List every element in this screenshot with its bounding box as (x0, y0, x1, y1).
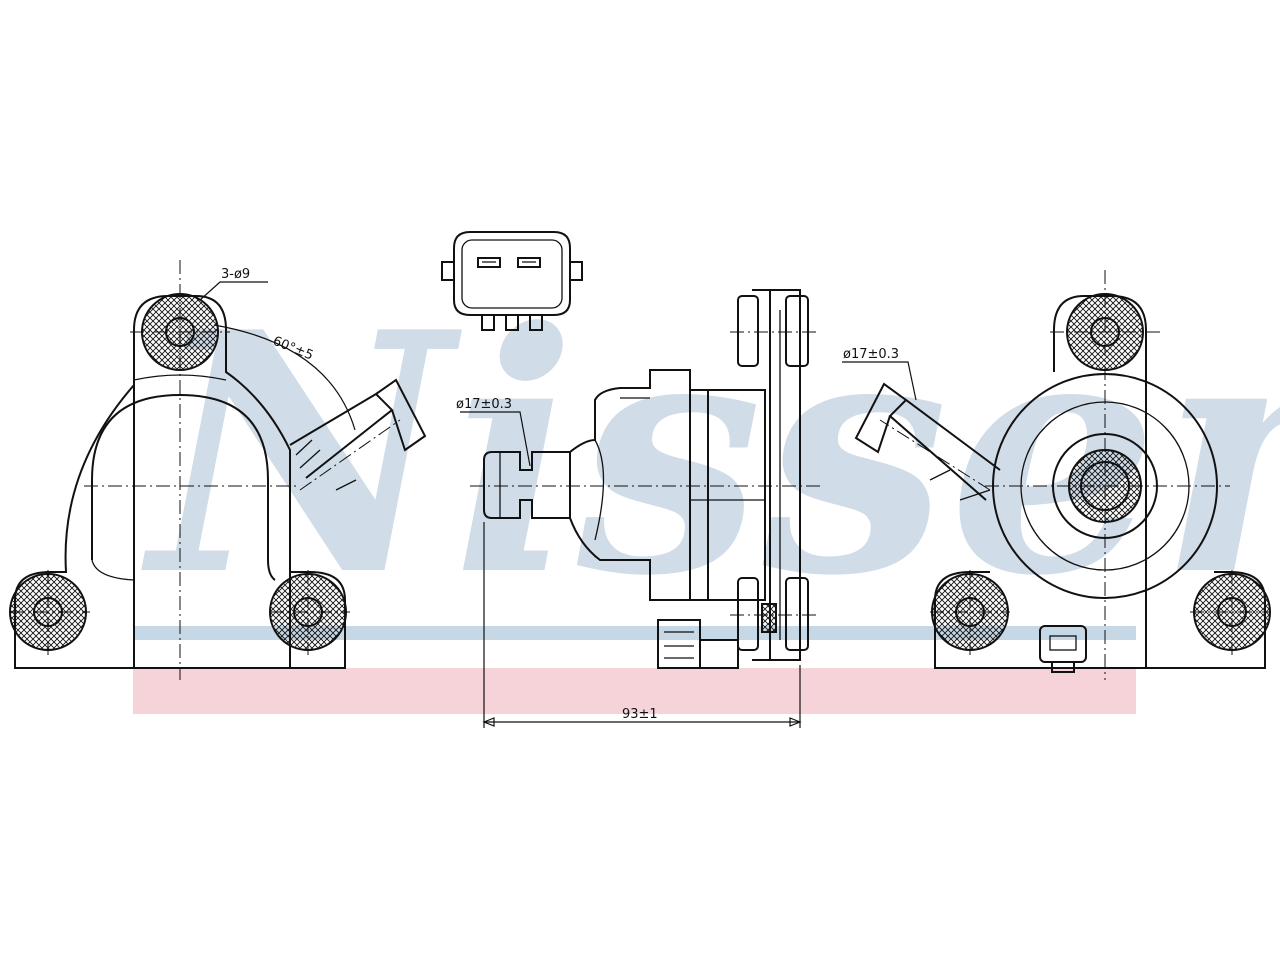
connector-detail (441, 231, 583, 331)
side-view-dimensions: ø17±0.3 93±1 (456, 397, 802, 728)
watermark-band-blue (133, 626, 1136, 640)
overall-length-label: 93±1 (622, 707, 658, 722)
rear-view (854, 270, 1271, 680)
side-view (470, 289, 820, 669)
inlet-diameter-right-label: ø17±0.3 (843, 347, 899, 362)
front-view (9, 260, 427, 680)
rear-view-dimensions: ø17±0.3 (842, 347, 917, 401)
mount-holes-label: 3-ø9 (221, 267, 250, 282)
watermark-band-red (133, 668, 1136, 714)
inlet-diameter-side-label: ø17±0.3 (456, 397, 512, 412)
